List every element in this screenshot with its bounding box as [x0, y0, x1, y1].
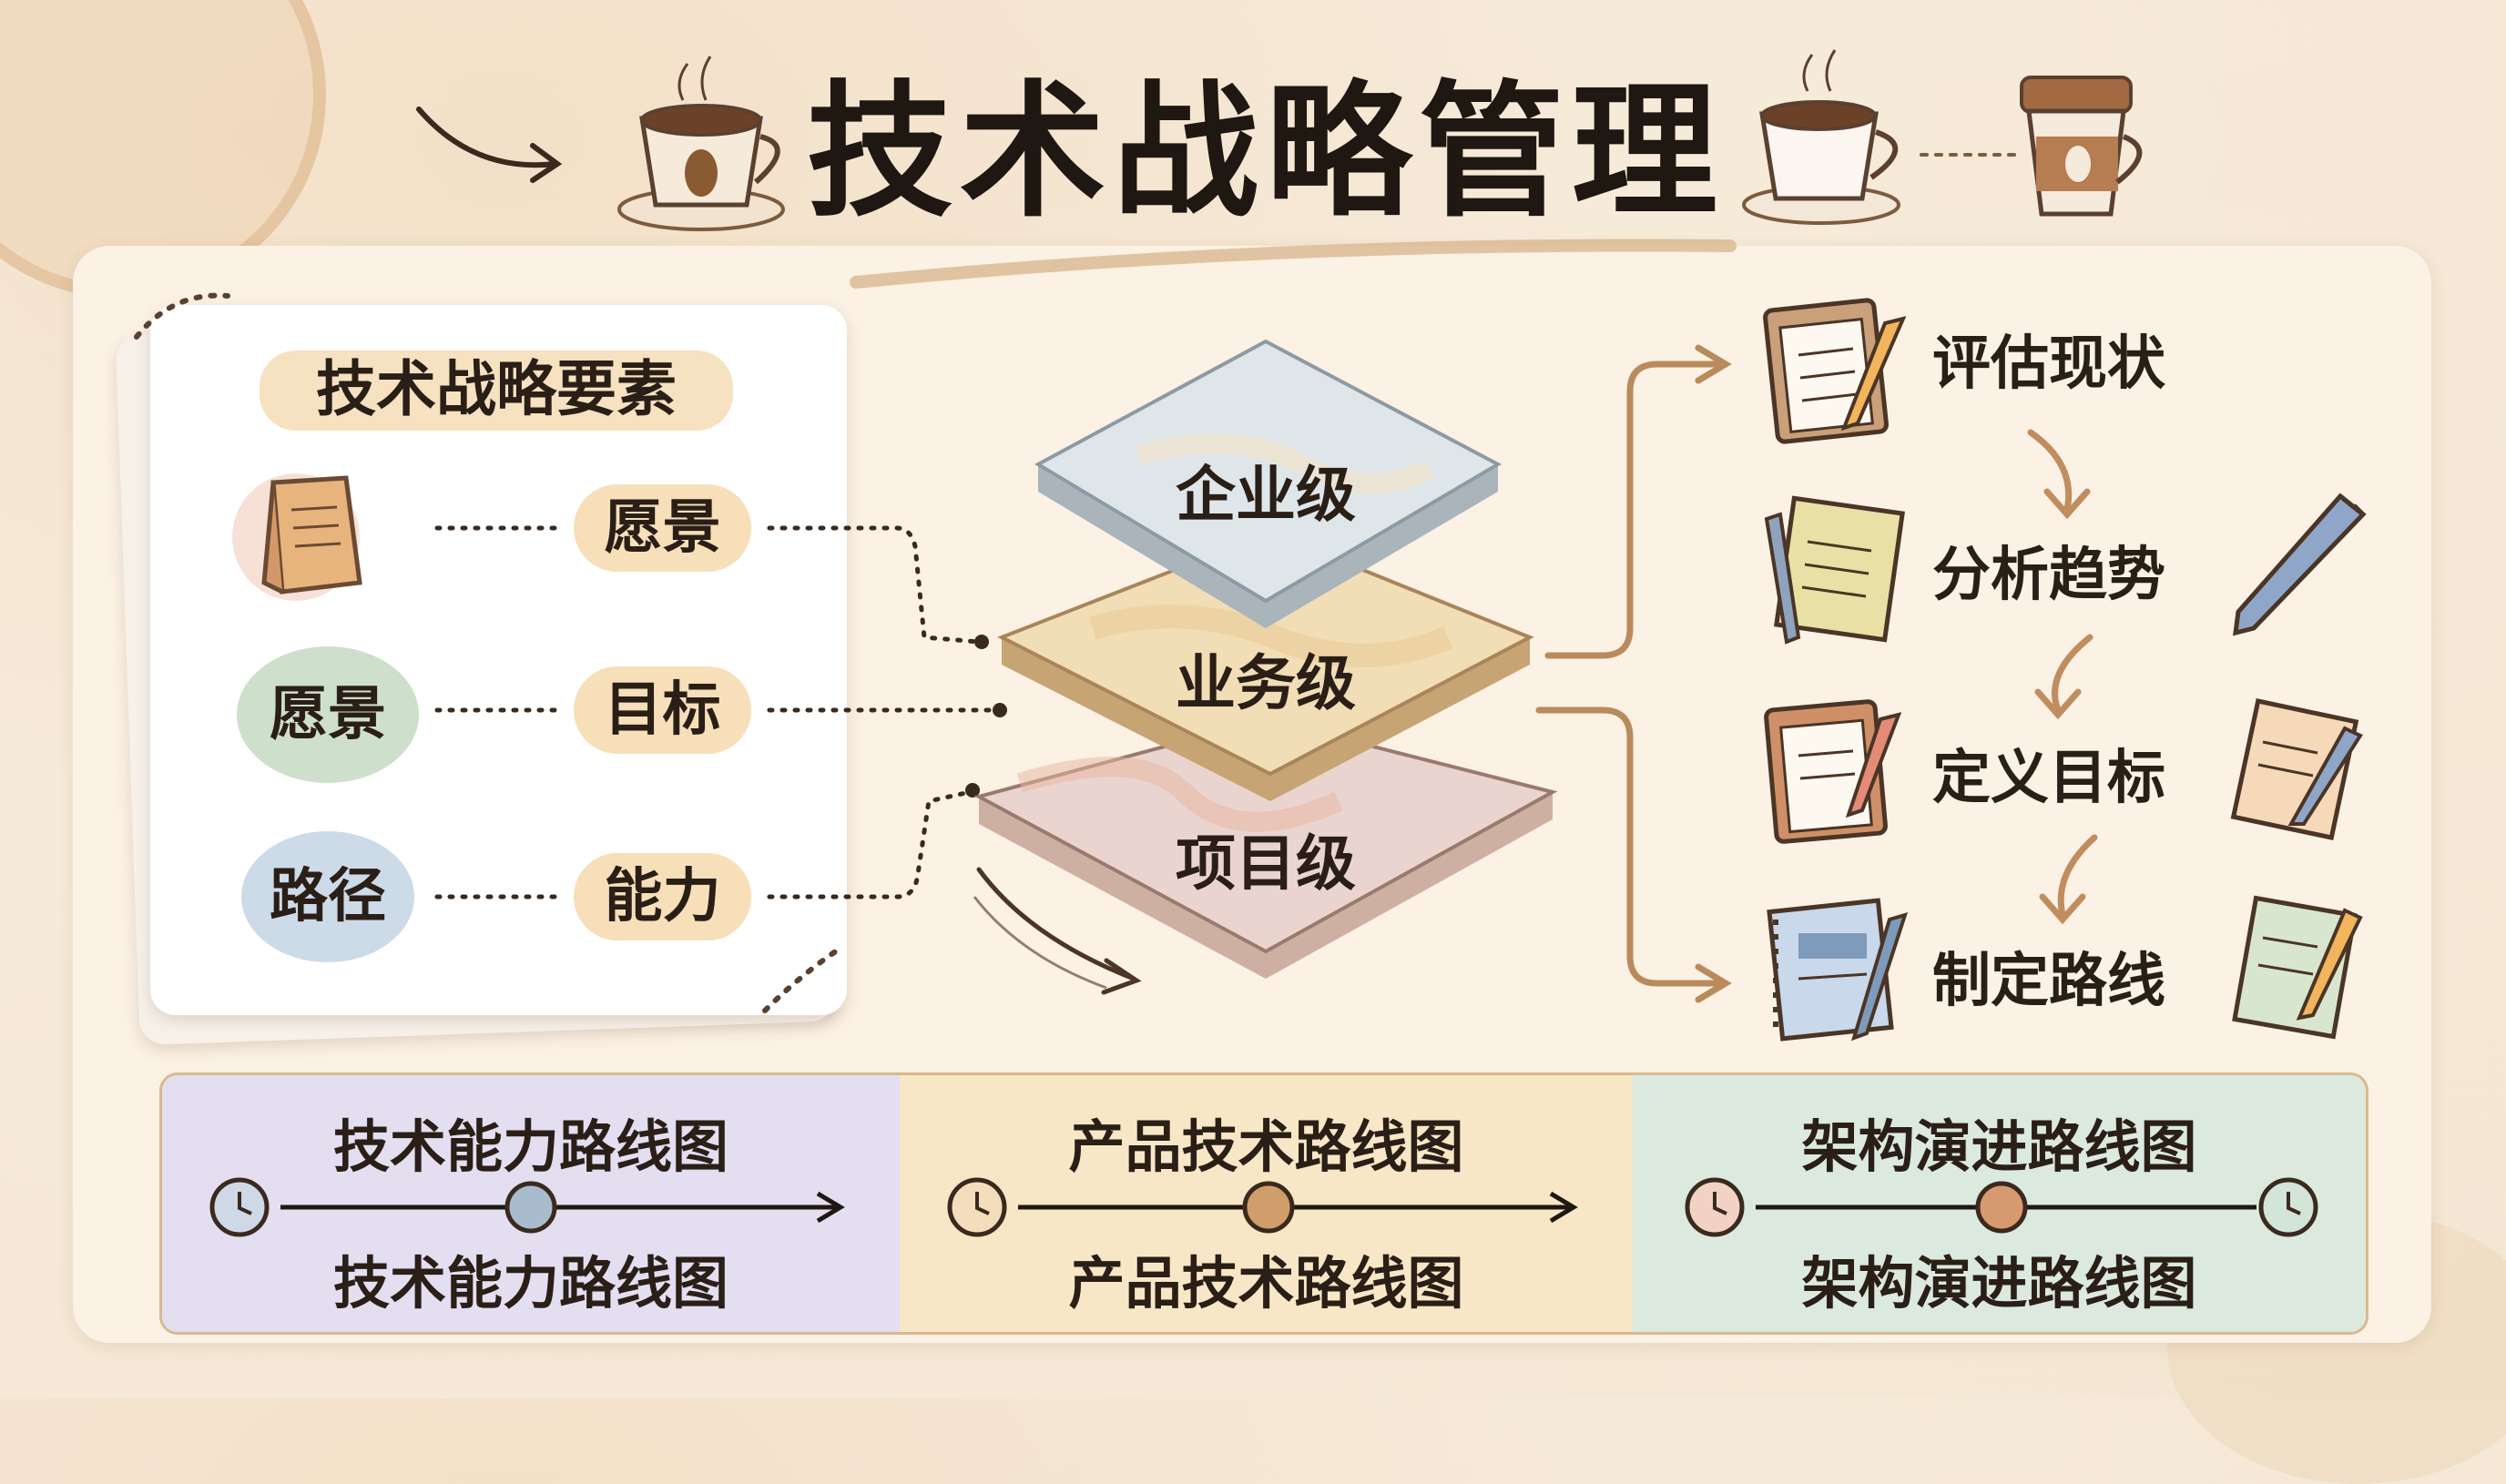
timeline-node: [1242, 1181, 1295, 1234]
layer-business: [997, 530, 1534, 801]
notebook-icon: [2232, 895, 2363, 1040]
roadmap-title: 产品技术路线图: [1068, 1113, 1464, 1180]
roadmap-tech-capability: 技术能力路线图 技术能力路线图: [162, 1075, 900, 1332]
layer-label-project: 项目级: [1176, 828, 1356, 899]
step-roadmap: 制定路线: [1932, 948, 2165, 1015]
blue-watercolor-blob: [241, 831, 414, 962]
notebook-icon: [1764, 495, 1905, 645]
roadmap-bar: 技术能力路线图 技术能力路线图 产品技术路线图 产品技术路线图 架构演进路线图 …: [159, 1072, 2368, 1335]
timeline-node: [1975, 1181, 2028, 1234]
roadmap-timelines: [209, 1177, 2318, 1237]
panel-decorations: [134, 292, 1007, 1013]
layer-label-enterprise: 企业级: [1176, 460, 1356, 530]
header-decorations: [416, 49, 2143, 289]
step-analyze: 分析趋势: [1932, 542, 2165, 609]
roadmap-architecture: 架构演进路线图 架构演进路线图: [1633, 1075, 2366, 1332]
layer-stack: [973, 298, 2367, 1042]
roadmap-subtitle: 技术能力路线图: [332, 1250, 728, 1316]
roadmap-title: 架构演进路线图: [1801, 1113, 2197, 1180]
blob-label-vision: 愿景: [270, 681, 386, 748]
elements-panel-heading: 技术战略要素: [316, 354, 677, 424]
roadmap-subtitle: 架构演进路线图: [1801, 1250, 2197, 1316]
hand-drawn-arrow-icon: [416, 107, 558, 168]
clock-icon: [2258, 1177, 2318, 1237]
clipboard-icon: [1764, 699, 1902, 844]
timeline-node: [504, 1181, 557, 1234]
hand-drawn-arrow-icon: [976, 867, 1136, 981]
takeaway-cup-icon: [2020, 76, 2143, 217]
step-define: 定义目标: [1932, 745, 2165, 812]
green-watercolor-blob: [237, 646, 419, 783]
clock-icon: [947, 1177, 1007, 1237]
roadmap-title: 技术能力路线图: [332, 1113, 728, 1180]
layer-label-business: 业务级: [1176, 648, 1356, 718]
layer-project: [973, 717, 1558, 979]
pill-capability: 能力: [574, 853, 751, 940]
book-icon: [232, 473, 362, 601]
pill-vision: 愿景: [574, 484, 751, 572]
roadmap-subtitle: 产品技术路线图: [1068, 1250, 1464, 1316]
coffee-cup-icon: [1742, 49, 1900, 225]
notebook-icon: [2230, 698, 2363, 840]
step-assess: 评估现状: [1932, 330, 2165, 398]
roadmap-product-tech: 产品技术路线图 产品技术路线图: [900, 1075, 1633, 1332]
clock-icon: [1685, 1177, 1745, 1237]
page-title: 技术战略管理: [806, 66, 1725, 237]
pill-goal: 目标: [574, 666, 751, 754]
clipboard-icon: [1763, 298, 1907, 444]
layer-enterprise: [1034, 339, 1503, 628]
notebook-icon: [1767, 898, 1909, 1042]
blob-label-path: 路径: [270, 863, 386, 930]
pencil-icon: [2233, 493, 2367, 636]
clock-icon: [209, 1177, 270, 1237]
coffee-cup-icon: [617, 56, 785, 231]
